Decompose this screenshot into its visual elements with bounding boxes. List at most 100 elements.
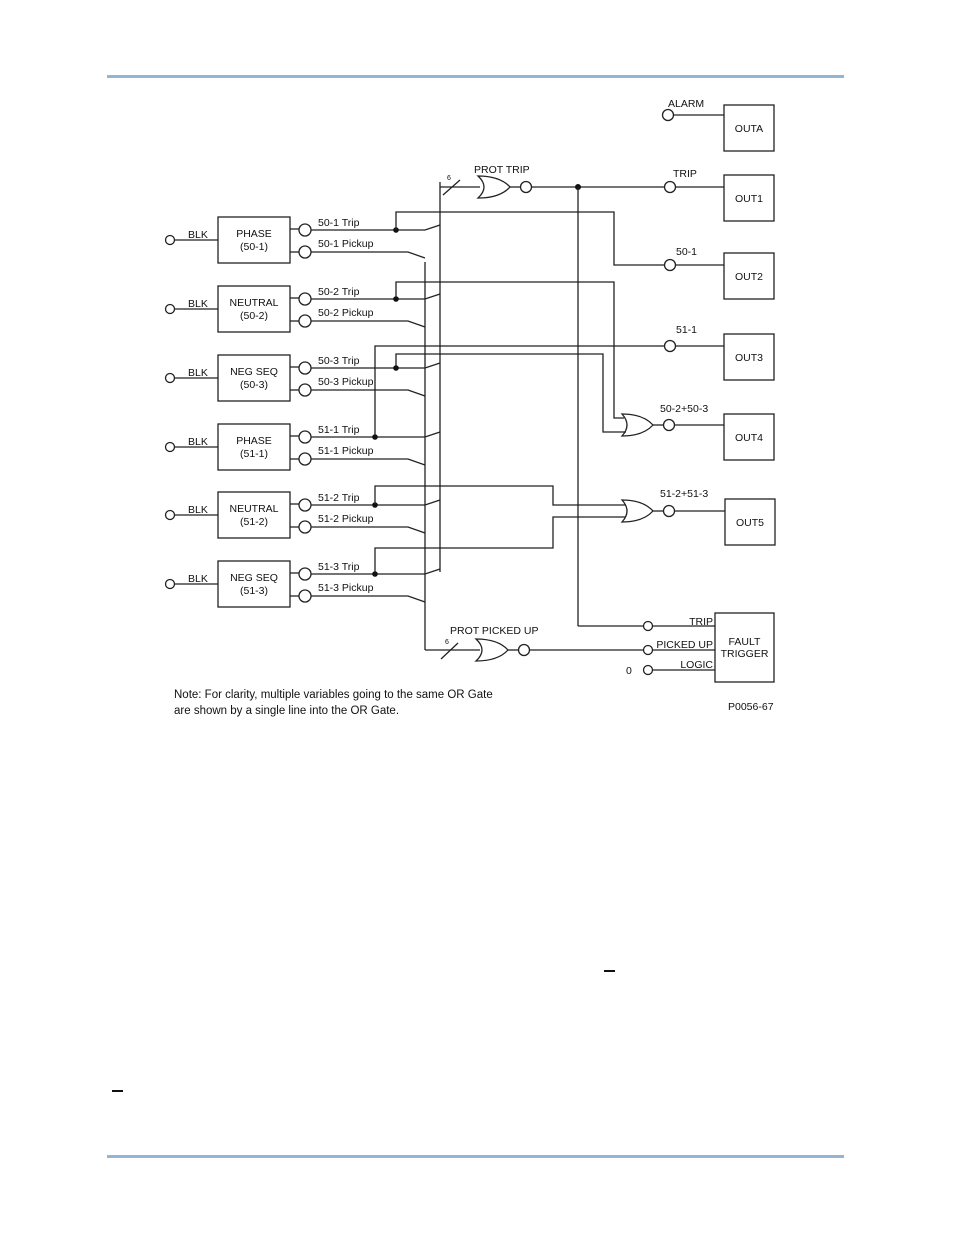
out4-or-gate (620, 413, 663, 437)
blk-input-terminal (164, 303, 176, 315)
fault-trigger-label: FAULT (729, 636, 761, 648)
protection-element: BLK PHASE(50-1) 50-1 Trip 50-1 Pickup (164, 216, 441, 264)
trip-output-terminal (298, 430, 312, 444)
trip-output-terminal (298, 223, 312, 237)
prot-trip-gate (440, 175, 664, 199)
output-terminal (662, 504, 676, 518)
route-51-2-to-out5 (374, 485, 626, 506)
trip-label: 50-2 Trip (318, 286, 360, 298)
junction-dot (393, 296, 399, 302)
output-label: OUT4 (735, 432, 763, 444)
fault-trigger-label: TRIGGER (721, 648, 769, 660)
element-id: (51-2) (240, 516, 268, 528)
element-box (217, 285, 291, 333)
blk-label: BLK (188, 367, 208, 379)
element-id: (50-3) (240, 379, 268, 391)
blk-label: BLK (188, 573, 208, 585)
logic-value: 0 (626, 665, 632, 677)
bus-slash (442, 179, 461, 196)
protection-element: BLK NEG SEQ(50-3) 50-3 Trip 50-3 Pickup (164, 354, 441, 402)
output-terminal (663, 258, 677, 272)
output-box (723, 252, 775, 300)
route-50-3-to-out4 (395, 353, 626, 433)
element-name: NEUTRAL (229, 503, 278, 515)
prot-picked-up-label: PROT PICKED UP (450, 625, 539, 637)
output-label: OUT3 (735, 352, 763, 364)
pickup-output-terminal (298, 245, 312, 259)
pickup-output-terminal (298, 452, 312, 466)
trip-label: 50-3 Trip (318, 355, 360, 367)
pickup-label: 50-2 Pickup (318, 307, 374, 319)
output-out4: OUT4 50-2+50-3 (660, 403, 775, 461)
footer-rule (107, 1155, 844, 1158)
overbar-mark (112, 1090, 123, 1092)
trip-output-terminal (298, 567, 312, 581)
blk-label: BLK (188, 504, 208, 516)
trip-label: 50-1 Trip (318, 217, 360, 229)
output-out2: OUT2 50-1 (663, 246, 775, 300)
junction-dot (393, 365, 399, 371)
fault-input-picked-up: PICKED UP (656, 639, 713, 651)
junction-dot (372, 502, 378, 508)
blk-input-terminal (164, 234, 176, 246)
figure-id: P0056-67 (728, 701, 774, 713)
output-label: OUT5 (736, 517, 764, 529)
prot-picked-up-gate (425, 638, 643, 662)
prot-trip-label: PROT TRIP (474, 164, 530, 176)
blk-label: BLK (188, 229, 208, 241)
trip-label: 51-2 Trip (318, 492, 360, 504)
element-name: NEUTRAL (229, 297, 278, 309)
bus-slash (440, 642, 459, 660)
element-id: (50-1) (240, 241, 268, 253)
output-terminal (663, 339, 677, 353)
trip-label: 51-3 Trip (318, 561, 360, 573)
junction-dot (372, 571, 378, 577)
output-box (723, 333, 775, 381)
element-box (217, 560, 291, 608)
output-label: OUT2 (735, 271, 763, 283)
overbar-mark (604, 970, 615, 972)
output-terminal (661, 108, 675, 122)
blk-input-terminal (164, 578, 176, 590)
blk-input-terminal (164, 372, 176, 384)
bus-width-label: 6 (445, 639, 449, 646)
route-51-3-to-out5 (374, 516, 626, 572)
out5-or-gate (620, 499, 663, 523)
pickup-label: 50-3 Pickup (318, 376, 374, 388)
pickup-label: 50-1 Pickup (318, 238, 374, 250)
output-label: OUT1 (735, 193, 763, 205)
pickup-output-terminal (298, 520, 312, 534)
route-50-2-to-out4 (395, 281, 624, 419)
element-box (217, 491, 291, 539)
output-terminal (663, 180, 677, 194)
trip-output-terminal (298, 292, 312, 306)
header-rule (107, 75, 844, 78)
output-signal-label: 50-2+50-3 (660, 403, 708, 415)
trip-label: 51-1 Trip (318, 424, 360, 436)
blk-input-terminal (164, 509, 176, 521)
pickup-output-terminal (298, 589, 312, 603)
pickup-output-terminal (298, 314, 312, 328)
pickup-label: 51-1 Pickup (318, 445, 374, 457)
output-box (723, 104, 775, 152)
output-box (723, 413, 775, 461)
bus-width-label: 6 (447, 175, 451, 182)
fault-input-trip: TRIP (689, 616, 713, 628)
route-50-1-to-out2 (395, 211, 664, 266)
blk-input-terminal (164, 441, 176, 453)
note-line-2: are shown by a single line into the OR G… (174, 705, 399, 717)
element-box (217, 423, 291, 471)
element-name: PHASE (236, 228, 272, 240)
trip-output-terminal (298, 361, 312, 375)
element-name: NEG SEQ (230, 366, 278, 378)
output-signal-label: 50-1 (676, 246, 697, 258)
element-box (217, 216, 291, 264)
fault-input-logic: LOGIC (680, 659, 713, 671)
